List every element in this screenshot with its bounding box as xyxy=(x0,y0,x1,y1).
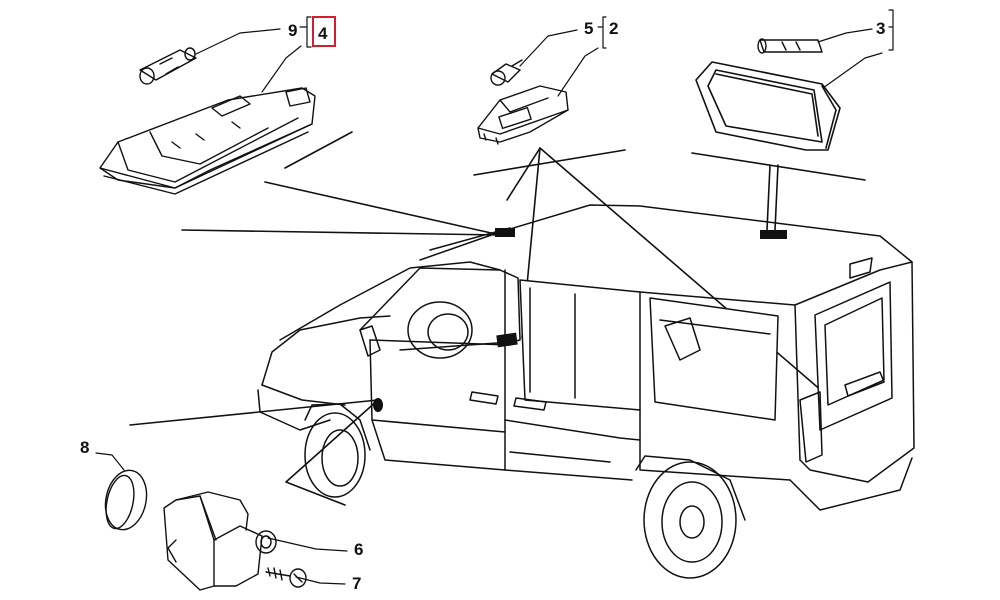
callout-label-8: 8 xyxy=(80,438,89,457)
leader-3b xyxy=(822,52,883,89)
leader-9 xyxy=(195,28,281,55)
marker-door-switch xyxy=(373,398,383,412)
leader-7 xyxy=(295,576,346,585)
bulb-icon-5 xyxy=(490,59,523,86)
leader-4 xyxy=(261,45,302,93)
lamp-housing-icon-4 xyxy=(99,87,316,195)
fuse-icon-3 xyxy=(757,38,823,54)
screw-icon-7 xyxy=(265,567,307,588)
switch-icon-6 xyxy=(163,491,277,591)
callout-5[interactable]: 5 xyxy=(584,19,593,38)
marker-rear-roof xyxy=(760,230,787,239)
callout-2[interactable]: 2 xyxy=(609,19,618,38)
callout-label-7: 7 xyxy=(352,574,361,593)
callout-3[interactable]: 3 xyxy=(876,19,885,38)
bulb-icon-9 xyxy=(139,47,197,85)
van-illustration xyxy=(257,204,915,579)
leader-6 xyxy=(267,537,348,552)
marker-front-roof xyxy=(495,228,515,237)
callout-7[interactable]: 7 xyxy=(352,574,361,593)
bracket-9-4 xyxy=(299,16,312,48)
leader-2 xyxy=(557,47,599,97)
callout-label-6: 6 xyxy=(354,540,363,559)
callout-6[interactable]: 6 xyxy=(354,540,363,559)
callout-label-3: 3 xyxy=(876,19,885,38)
rear-lamp-icon-3 xyxy=(695,61,841,151)
callout-label-9: 9 xyxy=(288,21,297,40)
callout-8[interactable]: 8 xyxy=(80,438,89,457)
callout-label-5: 5 xyxy=(584,19,593,38)
callout-label-2: 2 xyxy=(609,19,618,38)
leader-lines xyxy=(95,9,894,585)
leader-5 xyxy=(519,29,578,67)
highlight-box xyxy=(312,16,336,47)
bracket-3 xyxy=(888,9,894,51)
cap-icon-8 xyxy=(104,469,148,531)
callout-4[interactable]: 4 xyxy=(312,16,336,47)
bracket-5-2 xyxy=(597,16,607,49)
callout-9[interactable]: 9 xyxy=(288,21,297,40)
leader-8 xyxy=(95,452,125,471)
callout-label-4: 4 xyxy=(318,24,328,43)
leader-3a xyxy=(817,28,873,43)
courtesy-lamp-icon-2 xyxy=(477,85,569,145)
marker-sliding-door xyxy=(496,332,518,348)
